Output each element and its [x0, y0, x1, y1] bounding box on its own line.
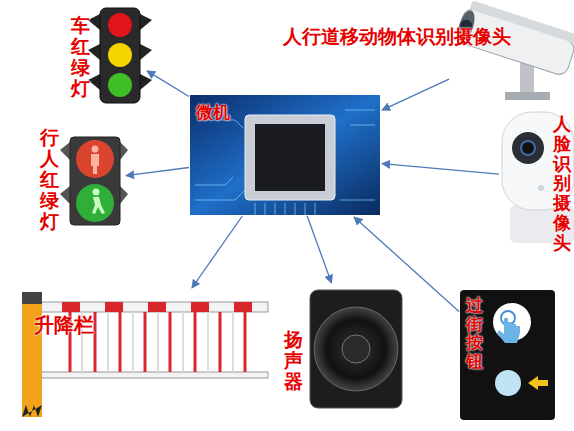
node-label: 扬声器 [284, 329, 303, 392]
arrow-connector [382, 164, 499, 174]
arrow-connector [354, 217, 459, 311]
node-label: 人行道移动物体识别摄像头 [283, 24, 511, 50]
barrier-node: 升降栏 [20, 290, 270, 420]
arrow-connector [307, 216, 331, 283]
button-node: 过街按钮 [460, 290, 555, 420]
pedestrian-light-node: 行人红绿灯 [62, 135, 124, 225]
speaker [310, 290, 402, 408]
arrow-connector [147, 71, 189, 97]
arrow-connector [382, 79, 449, 110]
node-label: 行人红绿灯 [40, 127, 59, 231]
node-label: 过街按钮 [466, 296, 483, 371]
speaker-node: 扬声器 [305, 285, 405, 410]
microcomputer-node: 微机 [190, 95, 380, 215]
node-label: 车红绿灯 [71, 15, 90, 99]
sidewalk-camera [454, 0, 574, 100]
sidewalk-camera-node: 人行道移动物体识别摄像头 [450, 0, 574, 100]
arrow-connector [126, 168, 189, 176]
barrier-gate [22, 292, 268, 417]
microcomputer-chip [190, 95, 380, 215]
pedestrian-light [60, 137, 128, 225]
node-label: 微机 [196, 101, 230, 124]
face-camera-node: 人脸识别摄像头 [500, 110, 574, 245]
car-light-node: 车红绿灯 [97, 5, 145, 105]
crossing-button [460, 290, 555, 420]
node-label: 人脸识别摄像头 [553, 114, 571, 253]
arrow-connector [192, 216, 242, 288]
node-label: 升降栏 [34, 312, 94, 339]
car-traffic-light [88, 8, 152, 103]
